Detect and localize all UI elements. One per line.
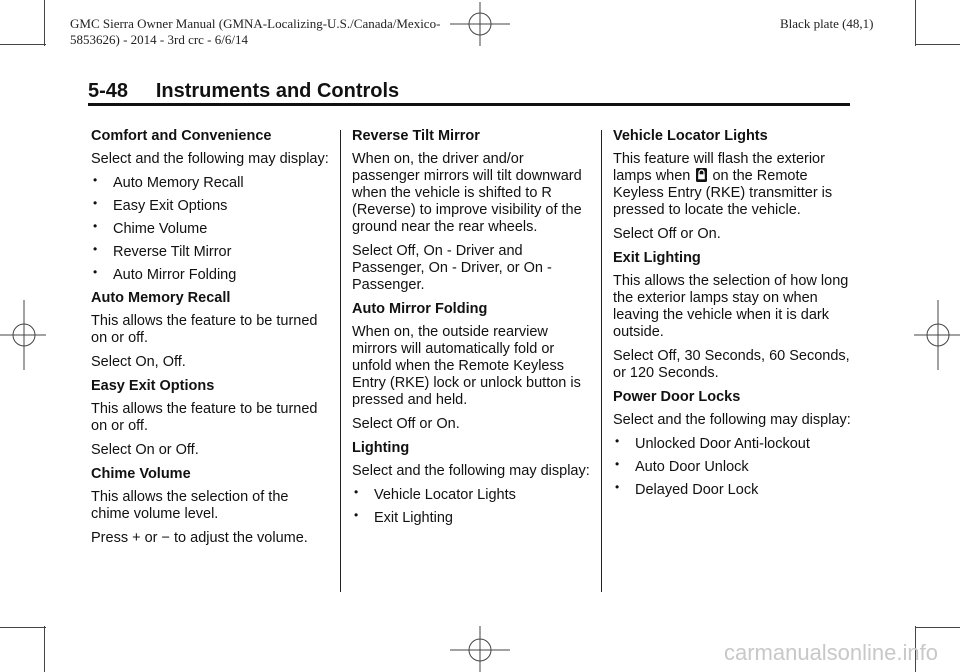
crop-mark xyxy=(0,44,46,45)
heading: Reverse Tilt Mirror xyxy=(352,128,480,144)
column-3: Vehicle Locator Lights This feature will… xyxy=(613,128,853,505)
key-fob-lock-icon xyxy=(696,168,708,182)
paragraph: This allows the feature to be turned on … xyxy=(91,401,318,434)
list-item: Auto Mirror Folding xyxy=(91,264,331,284)
paragraph: This feature will flash the exterior lam… xyxy=(613,151,853,219)
column-divider xyxy=(601,130,602,592)
registration-mark-bottom xyxy=(450,626,510,672)
crop-mark xyxy=(915,627,960,628)
list-item: Auto Memory Recall xyxy=(91,172,331,192)
paragraph: This allows the selection of how long th… xyxy=(613,273,849,340)
list-item: Unlocked Door Anti-lockout xyxy=(613,433,853,453)
paragraph-text: This feature will flash the exterior lam… xyxy=(613,151,825,184)
heading: Exit Lighting xyxy=(613,250,701,266)
paragraph: This allows the feature to be turned on … xyxy=(91,313,318,346)
crop-mark xyxy=(915,0,916,46)
paragraph: Select Off or On. xyxy=(352,416,460,432)
crop-mark xyxy=(0,627,46,628)
heading: Easy Exit Options xyxy=(91,378,215,394)
heading: Lighting xyxy=(352,440,410,456)
list-item: Easy Exit Options xyxy=(91,195,331,215)
column-divider xyxy=(340,130,341,592)
paragraph: Select On or Off. xyxy=(91,442,199,458)
list-item: Vehicle Locator Lights xyxy=(352,484,592,504)
registration-mark-left xyxy=(0,300,46,370)
paragraph: Select Off or On. xyxy=(613,226,721,242)
list-item: Auto Door Unlock xyxy=(613,456,853,476)
heading: Comfort and Convenience xyxy=(91,128,272,144)
column-1: Comfort and Convenience Select and the f… xyxy=(91,128,331,554)
heading: Power Door Locks xyxy=(613,389,741,405)
paragraph: Select Off, 30 Seconds, 60 Seconds, or 1… xyxy=(613,348,850,381)
print-header-info: GMC Sierra Owner Manual (GMNA-Localizing… xyxy=(70,16,441,47)
heading: Chime Volume xyxy=(91,466,191,482)
paragraph-text: on the Remote Keyless Entry (RKE) transm… xyxy=(613,168,833,218)
list-item: Exit Lighting xyxy=(352,507,592,527)
paragraph: Select Off, On - Driver and Passenger, O… xyxy=(352,243,552,293)
heading: Auto Mirror Folding xyxy=(352,301,488,317)
bullet-list: Auto Memory Recall Easy Exit Options Chi… xyxy=(91,172,331,284)
paragraph: This allows the selection of the chime v… xyxy=(91,489,289,522)
crop-mark xyxy=(915,44,960,45)
paragraph: When on, the outside rearview mirrors wi… xyxy=(352,324,581,408)
registration-mark-right xyxy=(914,300,960,370)
plate-label: Black plate (48,1) xyxy=(780,16,874,31)
list-item: Reverse Tilt Mirror xyxy=(91,241,331,261)
heading: Vehicle Locator Lights xyxy=(613,128,768,144)
column-2: Reverse Tilt Mirror When on, the driver … xyxy=(352,128,592,533)
list-item: Chime Volume xyxy=(91,218,331,238)
paragraph: Select and the following may display: xyxy=(91,151,329,167)
paragraph: Select and the following may display: xyxy=(613,412,851,428)
title-rule xyxy=(88,103,850,106)
crop-mark xyxy=(44,0,45,46)
page-title: 5-48 Instruments and Controls xyxy=(88,80,400,102)
bullet-list: Vehicle Locator Lights Exit Lighting xyxy=(352,484,592,527)
paragraph: Select On, Off. xyxy=(91,354,186,370)
crop-mark xyxy=(915,626,916,672)
paragraph: Press + or − to adjust the volume. xyxy=(91,530,308,546)
paragraph: When on, the driver and/or passenger mir… xyxy=(352,151,582,235)
bullet-list: Unlocked Door Anti-lockout Auto Door Unl… xyxy=(613,433,853,499)
paragraph: Select and the following may display: xyxy=(352,463,590,479)
watermark: carmanualsonline.info xyxy=(723,640,938,665)
heading: Auto Memory Recall xyxy=(91,290,231,306)
crop-mark xyxy=(44,626,45,672)
registration-mark-top xyxy=(450,2,510,46)
list-item: Delayed Door Lock xyxy=(613,479,853,499)
